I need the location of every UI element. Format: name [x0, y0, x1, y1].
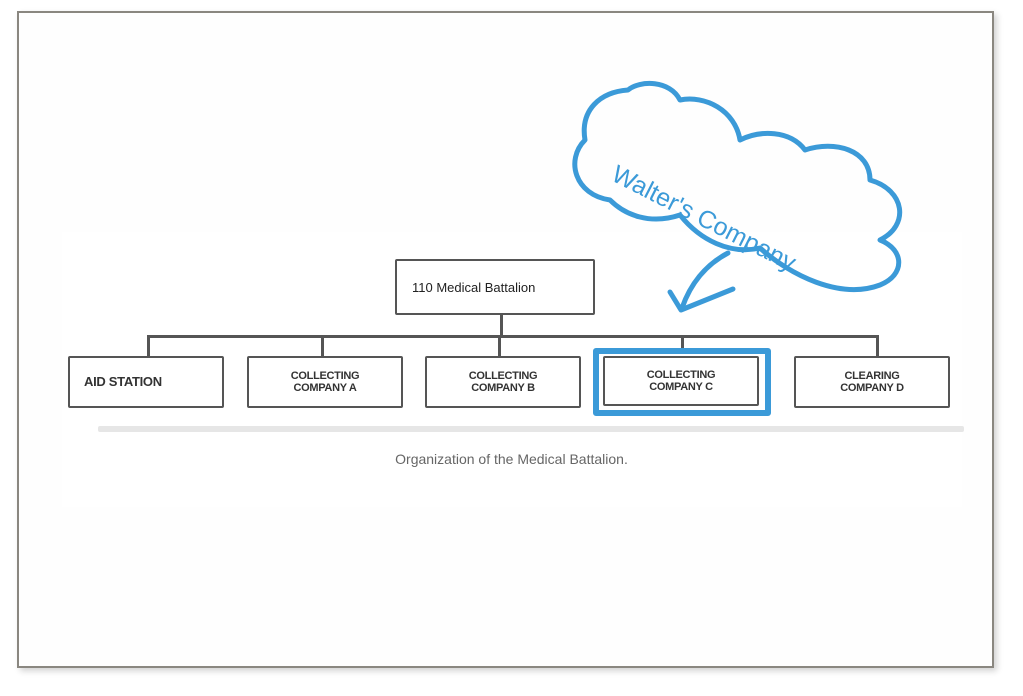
node-label-line1: COLLECTING [468, 370, 538, 382]
node-label-line1: COLLECTING [646, 369, 716, 381]
diagram-caption: Organization of the Medical Battalion. [395, 451, 628, 467]
node-medical-battalion: 110 Medical Battalion [395, 259, 595, 315]
highlight-box [593, 348, 771, 416]
connector-a [321, 335, 324, 357]
node-label-line2: COMPANY A [293, 382, 357, 394]
connector-d [876, 335, 879, 357]
connector-aid [147, 335, 150, 357]
node-label: AID STATION [84, 374, 162, 389]
cloud-outline [572, 80, 903, 292]
node-label-line1: CLEARING [844, 370, 900, 382]
node-label-line2: COMPANY B [471, 382, 535, 394]
node-label-line2: COMPANY D [840, 382, 904, 394]
caption-divider [98, 426, 964, 432]
connector-b [498, 335, 501, 357]
connector-root-down [500, 315, 503, 337]
node-label-line1: COLLECTING [290, 370, 360, 382]
node-label: 110 Medical Battalion [412, 279, 536, 295]
arrowhead-icon [667, 286, 736, 313]
node-label-line2: COMPANY C [649, 381, 713, 393]
connector-c [681, 335, 684, 353]
connector-horizontal [147, 335, 878, 338]
arrow-icon [679, 250, 731, 311]
node-aid-station: AID STATION [68, 356, 224, 408]
